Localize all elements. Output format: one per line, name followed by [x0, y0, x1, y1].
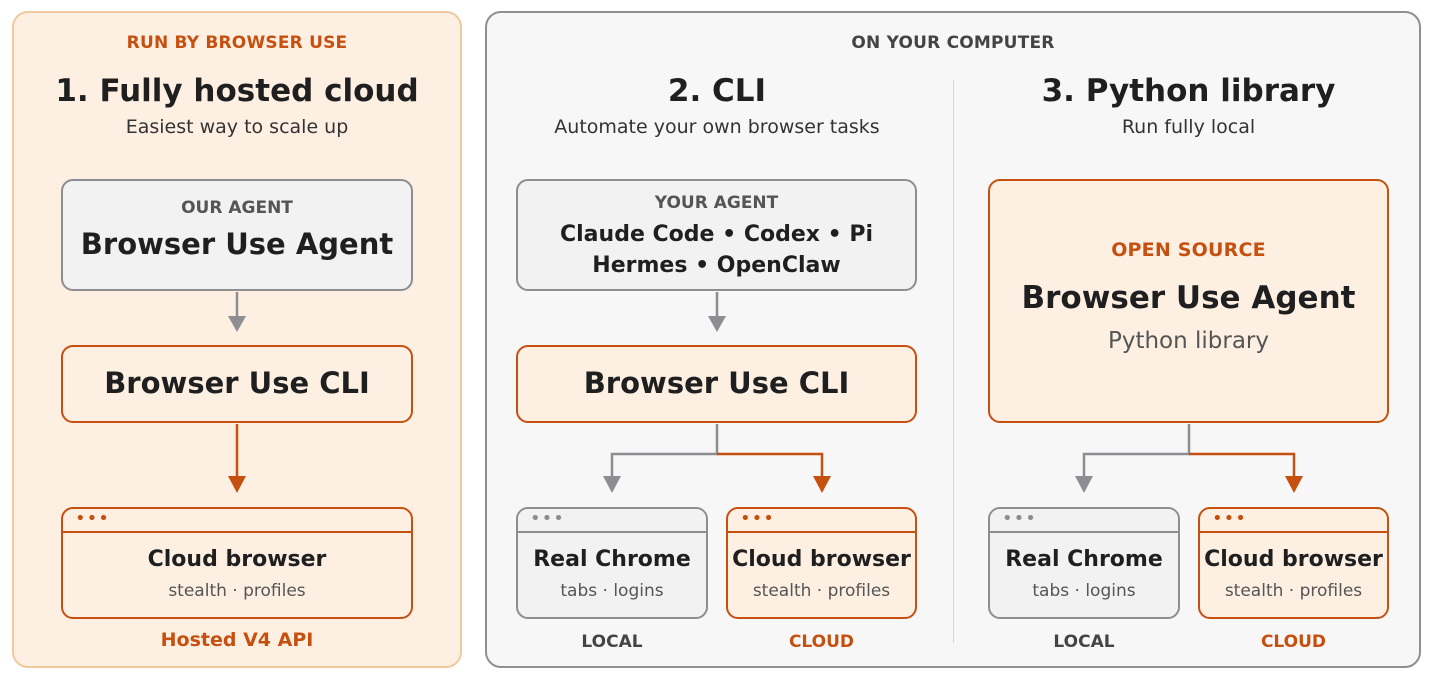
cli-col-browser-use-cli-box: Browser Use CLI: [516, 345, 917, 423]
real-chrome-title: Real Chrome: [1005, 547, 1163, 572]
window-dots-icon: •••: [75, 508, 110, 529]
cloud-browser-subtitle: stealth · profiles: [1224, 581, 1363, 601]
browser-title-bar: •••: [63, 509, 411, 533]
cli-col-browser-use-cli-label: Browser Use CLI: [583, 366, 850, 400]
window-dots-icon: •••: [530, 508, 565, 529]
cloud-browser-title: Cloud browser: [1204, 547, 1383, 572]
browser-title-bar: •••: [728, 509, 915, 533]
browser-title-bar: •••: [990, 509, 1178, 533]
browser-use-cli-box: Browser Use CLI: [61, 345, 413, 423]
cli-local-label: LOCAL: [581, 632, 643, 652]
title-python-library: 3. Python library: [1041, 73, 1336, 109]
section-label-run-by-browser-use: RUN BY BROWSER USE: [126, 33, 348, 53]
python-browser-use-agent-label: Browser Use Agent: [1021, 280, 1356, 316]
subtitle-run-fully-local: Run fully local: [1121, 116, 1256, 138]
subtitle-easiest-way: Easiest way to scale up: [125, 116, 349, 138]
browser-title-bar: •••: [1200, 509, 1387, 533]
column-divider: [953, 80, 954, 643]
real-chrome-title: Real Chrome: [533, 547, 691, 572]
cloud-browser-title: Cloud browser: [147, 547, 327, 572]
cli-real-chrome-window: ••• Real Chrome tabs · logins: [516, 507, 708, 619]
window-dots-icon: •••: [1212, 508, 1247, 529]
cloud-browser-window: ••• Cloud browser stealth · profiles: [61, 507, 413, 619]
window-dots-icon: •••: [1002, 508, 1037, 529]
arrowhead-your-agent-to-cli: [708, 316, 726, 332]
your-agent-caption: YOUR AGENT: [654, 193, 779, 213]
python-cloud-label: CLOUD: [1260, 632, 1327, 652]
title-cli: 2. CLI: [667, 73, 767, 109]
arrowhead-cli-to-cloud: [228, 476, 246, 493]
arrowhead-lib-to-real-chrome: [1075, 476, 1093, 493]
branch-lib-to-real-chrome: [1082, 424, 1191, 478]
title-fully-hosted-cloud: 1. Fully hosted cloud: [55, 73, 419, 109]
subtitle-automate: Automate your own browser tasks: [554, 116, 880, 138]
our-agent-caption: OUR AGENT: [181, 198, 293, 218]
browser-use-cli-label: Browser Use CLI: [104, 366, 370, 400]
branch-lib-to-cloud-browser: [1189, 452, 1296, 478]
hosted-v4-api-label: Hosted V4 API: [160, 629, 314, 651]
browser-use-agent-label: Browser Use Agent: [80, 227, 394, 261]
real-chrome-subtitle: tabs · logins: [560, 581, 664, 601]
cloud-browser-subtitle: stealth · profiles: [168, 581, 306, 601]
cli-cloud-label: CLOUD: [788, 632, 855, 652]
your-agent-list-line2: Hermes • OpenClaw: [592, 253, 841, 278]
arrowhead-lib-to-cloud-browser: [1285, 476, 1303, 493]
python-cloud-browser-window: ••• Cloud browser stealth · profiles: [1198, 507, 1389, 619]
arrowhead-cli-to-cloud-browser: [813, 476, 831, 493]
branch-cli-to-real-chrome: [610, 424, 719, 478]
arrowhead-cli-to-real-chrome: [603, 476, 621, 493]
cli-cloud-browser-window: ••• Cloud browser stealth · profiles: [726, 507, 917, 619]
open-source-caption: OPEN SOURCE: [1111, 239, 1266, 261]
cloud-browser-title: Cloud browser: [732, 547, 911, 572]
cloud-browser-subtitle: stealth · profiles: [752, 581, 891, 601]
python-real-chrome-window: ••• Real Chrome tabs · logins: [988, 507, 1180, 619]
your-agent-box: YOUR AGENT Claude Code • Codex • Pi Herm…: [516, 179, 917, 291]
python-local-label: LOCAL: [1053, 632, 1115, 652]
window-dots-icon: •••: [740, 508, 775, 529]
your-agent-list-line1: Claude Code • Codex • Pi: [560, 222, 873, 247]
real-chrome-subtitle: tabs · logins: [1032, 581, 1136, 601]
branch-cli-to-cloud-browser: [717, 452, 824, 478]
arrowhead-agent-to-cli: [228, 316, 246, 332]
browser-title-bar: •••: [518, 509, 706, 533]
our-agent-box: OUR AGENT Browser Use Agent: [61, 179, 413, 291]
section-label-on-your-computer: ON YOUR COMPUTER: [851, 33, 1055, 53]
python-library-sublabel: Python library: [1107, 328, 1270, 354]
open-source-agent-box: OPEN SOURCE Browser Use Agent Python lib…: [988, 179, 1389, 423]
